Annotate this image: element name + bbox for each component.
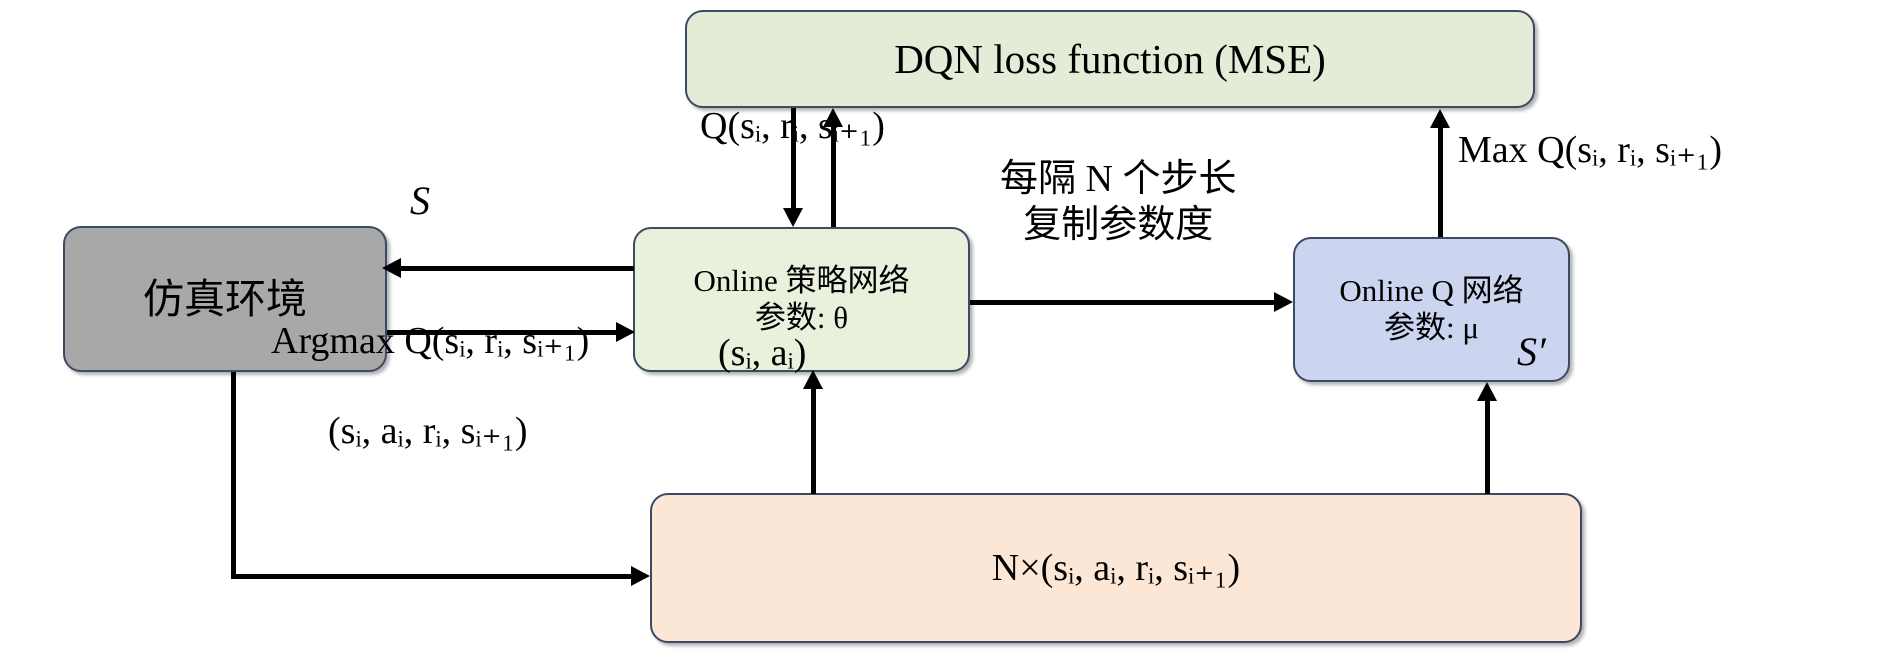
edge-label-state: S	[410, 178, 430, 223]
arrow-loss-to-policy-line	[791, 108, 796, 211]
arrow-env-to-buffer-horizontal	[231, 574, 633, 579]
arrow-env-to-policy-head	[616, 322, 635, 342]
arrow-policy-to-env-head	[382, 258, 401, 278]
arrow-env-to-buffer-head	[631, 566, 650, 586]
node-replay-buffer-label: N×(sᵢ, aᵢ, rᵢ, sᵢ₊₁)	[991, 546, 1241, 589]
arrow-policy-to-qnet-line	[970, 300, 1276, 305]
arrow-buffer-to-policy-line	[811, 388, 816, 494]
node-q-label-line2: 参数: μ	[1384, 309, 1479, 345]
edge-label-q-to-loss: Q(sᵢ, rᵢ, sᵢ₊₁)	[700, 105, 885, 147]
arrow-policy-to-loss-line	[831, 126, 836, 227]
arrow-env-to-buffer-vertical	[231, 372, 236, 579]
node-online-policy-network[interactable]: Online 策略网络 参数: θ	[633, 227, 970, 372]
arrow-qnet-to-loss-head	[1430, 109, 1450, 128]
node-dqn-loss-label: DQN loss function (MSE)	[894, 35, 1326, 82]
edge-label-state-action: (sᵢ, aᵢ)	[718, 332, 807, 374]
edge-label-next-state: S′	[1517, 329, 1546, 374]
arrow-buffer-to-qnet-head	[1477, 382, 1497, 401]
arrow-policy-to-qnet-head	[1274, 292, 1293, 312]
edge-label-copy-params: 每隔 N 个步长 复制参数度	[1000, 157, 1236, 248]
arrow-loss-to-policy-head	[783, 208, 803, 227]
arrow-policy-to-env-line	[400, 266, 634, 271]
edge-label-argmax: Argmax Q(sᵢ, rᵢ, sᵢ₊₁)	[271, 320, 590, 362]
arrow-env-to-policy-line	[387, 330, 618, 335]
node-policy-label-line2: 参数: θ	[754, 299, 849, 335]
edge-label-transition: (sᵢ, aᵢ, rᵢ, sᵢ₊₁)	[328, 410, 528, 452]
node-replay-buffer[interactable]: N×(sᵢ, aᵢ, rᵢ, sᵢ₊₁)	[650, 493, 1582, 643]
node-dqn-loss-function[interactable]: DQN loss function (MSE)	[685, 10, 1535, 108]
arrow-qnet-to-loss-line	[1438, 127, 1443, 237]
node-simulation-environment[interactable]: 仿真环境	[63, 226, 387, 372]
node-policy-label-line1: Online 策略网络	[693, 262, 910, 298]
arrow-buffer-to-qnet-line	[1485, 400, 1490, 494]
edge-label-copy-params-line1: 每隔 N 个步长	[1000, 158, 1237, 200]
node-online-q-network[interactable]: Online Q 网络 参数: μ	[1293, 237, 1570, 382]
arrow-policy-to-loss-head	[823, 108, 843, 127]
node-environment-label: 仿真环境	[143, 275, 307, 322]
edge-label-max-q: Max Q(sᵢ, rᵢ, sᵢ₊₁)	[1458, 129, 1723, 171]
arrow-buffer-to-policy-head	[803, 370, 823, 389]
edge-label-copy-params-line2: 复制参数度	[1023, 203, 1214, 246]
node-q-label-line1: Online Q 网络	[1339, 272, 1524, 308]
